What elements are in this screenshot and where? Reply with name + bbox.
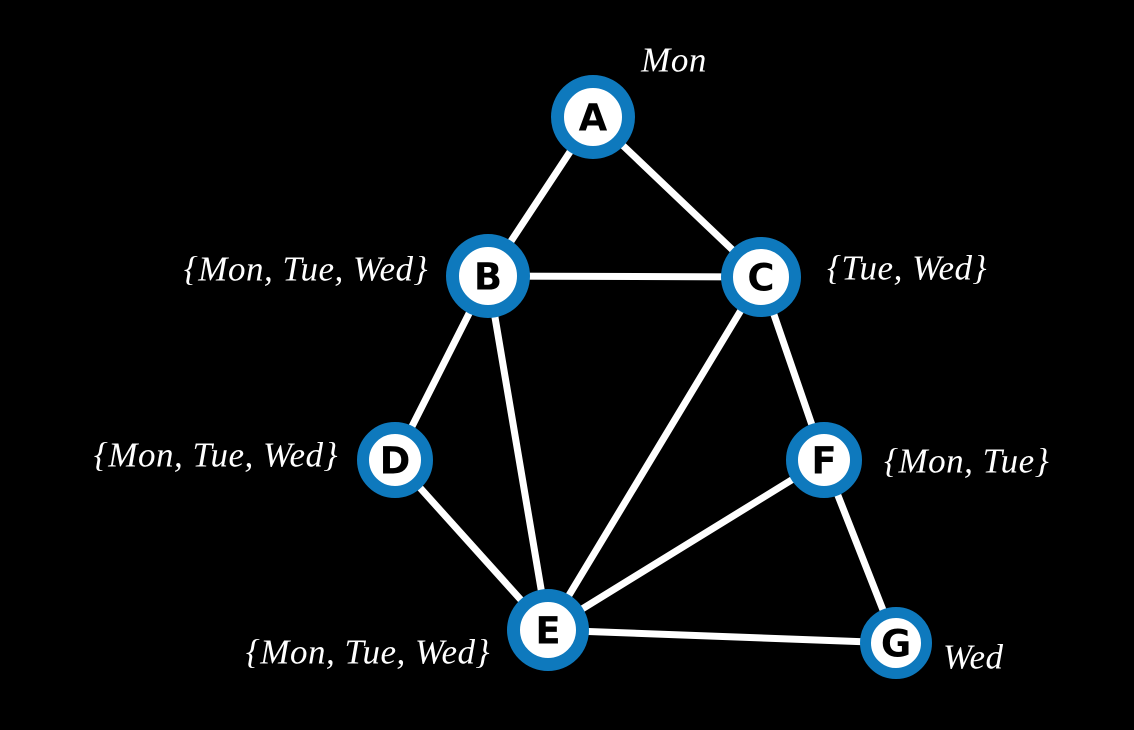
- edge-e-g: [544, 626, 900, 647]
- node-circle-a: [551, 75, 635, 159]
- node-circle-d: [357, 422, 433, 498]
- node-label-c: C: [747, 257, 774, 300]
- edge-b-e: [484, 272, 552, 634]
- edge-b-c: [484, 272, 765, 281]
- domain-label-f: {Mon, Tue}: [884, 441, 1050, 481]
- node-label-e: E: [535, 610, 560, 653]
- domain-label-e: {Mon, Tue, Wed}: [245, 632, 490, 672]
- edge-e-f: [544, 456, 828, 634]
- domain-label-b: {Mon, Tue, Wed}: [183, 249, 428, 289]
- node-label-g: G: [881, 623, 911, 666]
- edges-layer: [391, 113, 900, 647]
- node-b[interactable]: B: [446, 234, 530, 318]
- node-f[interactable]: F: [786, 422, 862, 498]
- domain-label-d: {Mon, Tue, Wed}: [93, 435, 338, 475]
- node-g[interactable]: G: [860, 607, 932, 679]
- node-c[interactable]: C: [721, 237, 801, 317]
- domain-label-a: Mon: [641, 40, 707, 80]
- node-circle-c: [721, 237, 801, 317]
- node-label-b: B: [474, 256, 502, 299]
- node-circle-g: [860, 607, 932, 679]
- domain-label-c: {Tue, Wed}: [827, 248, 988, 288]
- node-a[interactable]: A: [551, 75, 635, 159]
- node-d[interactable]: D: [357, 422, 433, 498]
- node-circle-b: [446, 234, 530, 318]
- node-label-a: A: [579, 97, 608, 140]
- node-e[interactable]: E: [507, 589, 589, 671]
- domain-label-g: Wed: [943, 637, 1004, 677]
- node-label-f: F: [811, 440, 836, 483]
- edge-c-e: [544, 273, 765, 634]
- node-label-d: D: [380, 440, 411, 483]
- node-circle-f: [786, 422, 862, 498]
- nodes-layer: A B C D E F G: [357, 75, 932, 679]
- node-circle-e: [507, 589, 589, 671]
